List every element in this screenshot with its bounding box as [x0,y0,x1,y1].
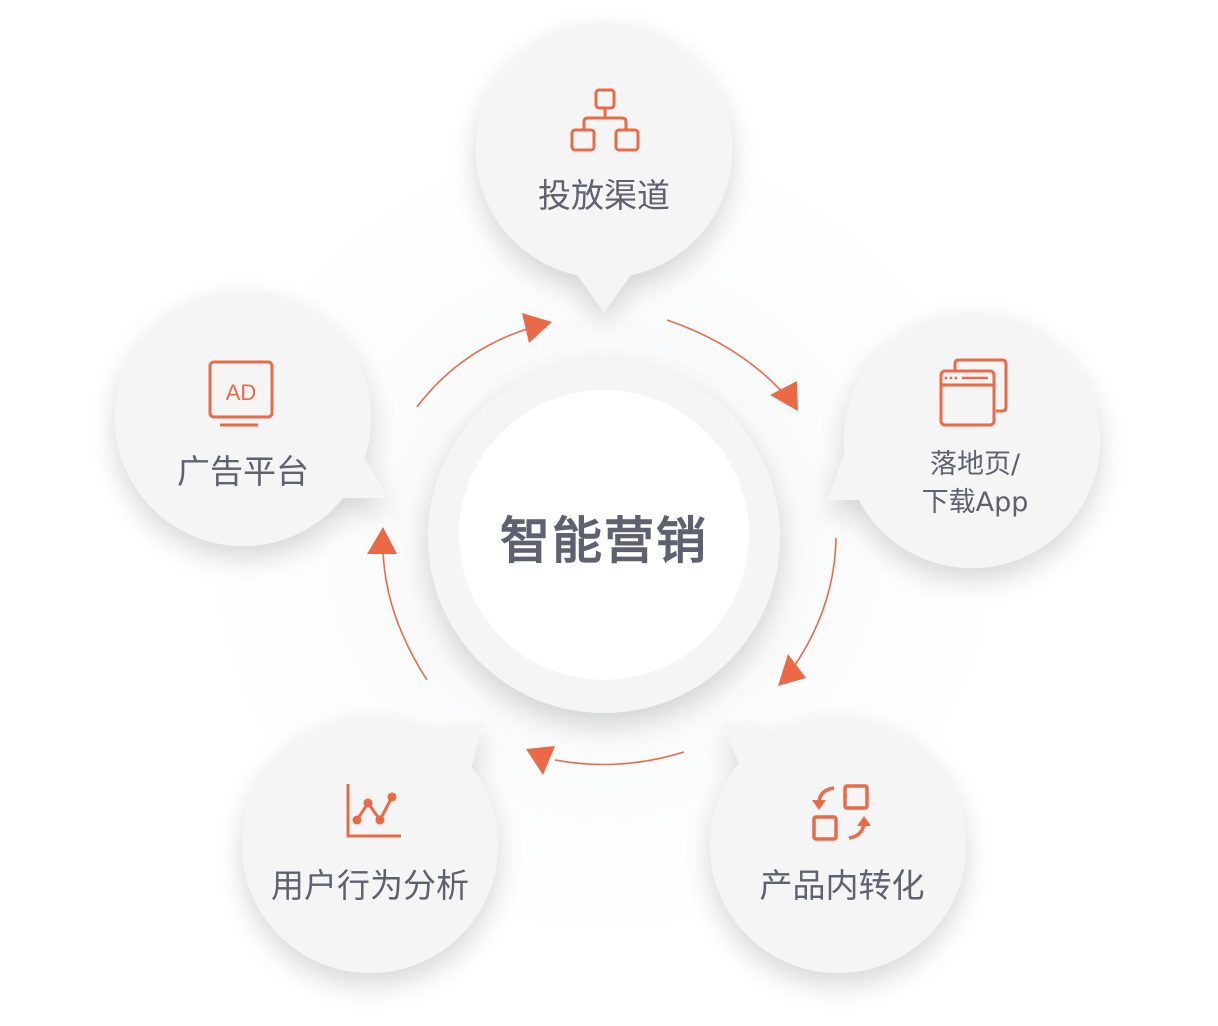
node-label-conversion: 产品内转化 [759,866,925,905]
bubble-conversion[interactable] [710,717,966,973]
arrow-ad-to-channel [416,327,531,408]
hierarchy-icon [570,88,640,152]
line-chart-icon [346,784,401,838]
arrowhead-5 [367,527,397,554]
bubble-landing[interactable] [828,312,1100,568]
arrowhead-2 [770,381,798,411]
arrow-channel-to-landing [666,319,786,396]
arrowhead-4 [526,746,555,775]
arrow-analysis-to-ad [382,549,428,681]
flow-arrows [382,319,837,766]
arrow-heads [367,313,806,775]
node-label-channel: 投放渠道 [538,176,670,215]
swap-squares-icon [812,784,871,841]
node-label-landing-line1: 落地页/ [929,449,1021,480]
center-inner-circle [459,390,749,680]
browser-dots [944,376,958,380]
arrow-landing-to-conversion [794,537,837,666]
node-label-ad-platform: 广告平台 [177,452,309,491]
bubble-analysis[interactable] [242,717,498,973]
node-label-analysis: 用户行为分析 [271,866,469,905]
arrowhead-1 [522,313,552,343]
ad-icon-text: AD [226,380,257,405]
arrow-conversion-to-analysis [554,751,685,766]
ad-monitor-icon [208,360,274,427]
arrowhead-3 [778,654,806,686]
center-title: 智能营销 [500,512,708,570]
browser-windows-icon [939,358,1008,427]
bubble-channel[interactable] [476,22,732,312]
node-label-landing-line2: 下载App [921,487,1029,518]
